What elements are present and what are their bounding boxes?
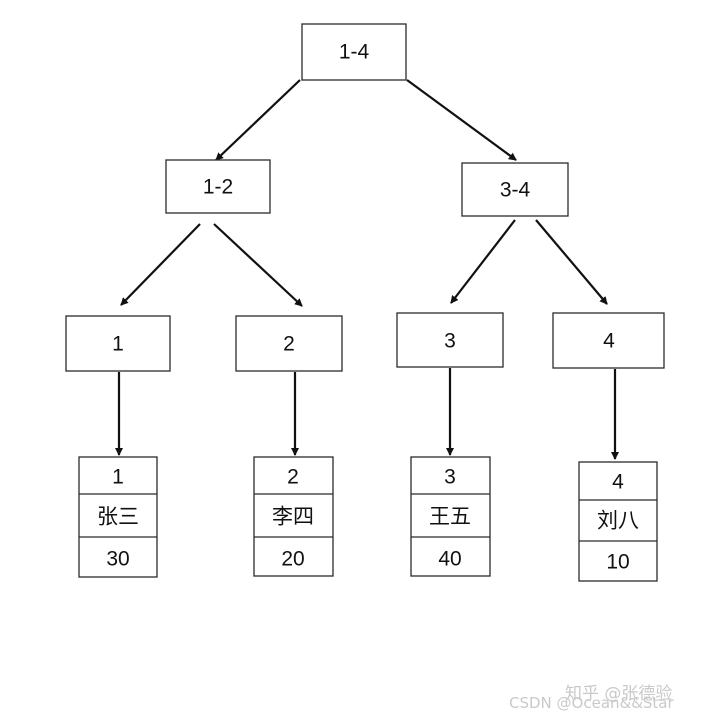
node-leaf2: 2 bbox=[235, 315, 343, 372]
record-1-id: 1 bbox=[112, 466, 124, 489]
node-leaf1-label: 1 bbox=[112, 333, 124, 356]
record-4-age: 10 bbox=[606, 551, 629, 574]
csdn-watermark: CSDN @Ocean&&Star bbox=[509, 694, 674, 712]
node-leaf4-label: 4 bbox=[603, 330, 615, 353]
record-1-age: 30 bbox=[106, 548, 129, 571]
node-left: 1-2 bbox=[165, 159, 271, 214]
record-4-id: 4 bbox=[612, 471, 624, 494]
record-3: 3 王五 40 bbox=[410, 456, 491, 577]
record-2-name: 李四 bbox=[272, 506, 314, 529]
edge-right-to-leaf3 bbox=[450, 219, 516, 304]
record-3-age: 40 bbox=[438, 548, 461, 571]
node-leaf3-label: 3 bbox=[444, 330, 456, 353]
record-3-name: 王五 bbox=[429, 506, 471, 529]
node-right: 3-4 bbox=[461, 162, 569, 217]
edge-root-to-left bbox=[215, 79, 301, 161]
record-1-name: 张三 bbox=[97, 506, 139, 529]
record-2-age: 20 bbox=[281, 548, 304, 571]
edge-left-to-leaf1 bbox=[120, 223, 201, 306]
record-4-name: 刘八 bbox=[597, 510, 639, 533]
node-leaf3: 3 bbox=[396, 312, 504, 368]
node-leaf1: 1 bbox=[65, 315, 171, 372]
record-1: 1 张三 30 bbox=[78, 456, 158, 578]
node-leaf2-label: 2 bbox=[283, 333, 295, 356]
node-right-label: 3-4 bbox=[500, 179, 531, 202]
edge-right-to-leaf4 bbox=[535, 219, 608, 305]
edge-left-to-leaf2 bbox=[213, 223, 303, 307]
record-3-id: 3 bbox=[444, 466, 456, 489]
record-4: 4 刘八 10 bbox=[578, 461, 658, 582]
node-root-label: 1-4 bbox=[339, 41, 370, 64]
record-2: 2 李四 20 bbox=[253, 456, 334, 577]
node-left-label: 1-2 bbox=[203, 176, 233, 199]
record-2-id: 2 bbox=[287, 466, 299, 489]
zhihu-watermark: 知乎 @张德验 bbox=[565, 684, 673, 704]
node-leaf4: 4 bbox=[552, 312, 665, 369]
node-root: 1-4 bbox=[301, 23, 407, 81]
edge-root-to-right bbox=[406, 79, 517, 161]
